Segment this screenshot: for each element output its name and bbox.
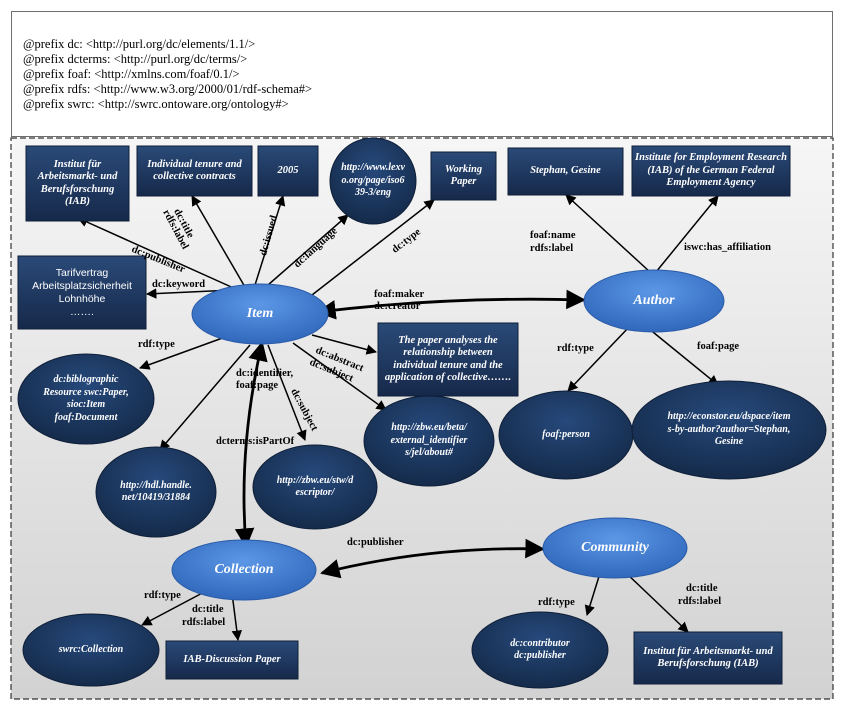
label-foaf-rdfs-label: rdfs:label	[530, 243, 574, 254]
arrow-item-language	[267, 214, 349, 286]
arrow-item-bib	[139, 335, 229, 370]
ellipse-item	[191, 283, 329, 345]
label-rdf-type: rdf:type	[138, 339, 175, 350]
node-author: Author	[633, 293, 675, 308]
node-year: 2005	[277, 164, 299, 176]
label-dc-identifier: dc:identifier,	[236, 368, 294, 379]
label-foaf-maker: foaf:maker	[374, 289, 425, 300]
label-foaf-page: foaf:page	[697, 341, 739, 352]
label-coll-dc-title: dc:title	[192, 604, 224, 615]
ellipse-jel	[363, 395, 495, 487]
arrow-collection-swrc	[141, 589, 209, 626]
node-tenure: Individual tenure and collective contrac…	[147, 158, 242, 183]
node-language-url: http://www.lexvo.org/page/iso639-3/eng	[341, 162, 405, 199]
label-dcterms-ispartof: dcterms:isPartOf	[216, 436, 295, 447]
rect-institut2	[633, 631, 783, 685]
node-iab-discussion: IAB-Discussion Paper	[183, 653, 281, 665]
label-dc-keyword: dc:keyword	[152, 279, 206, 290]
arrow-item-year	[254, 194, 286, 286]
arrow-item-institut	[77, 217, 239, 291]
label-coll-rdf-type: rdf:type	[144, 590, 181, 601]
prefix-dc: @prefix dc: <http://purl.org/dc/elements…	[23, 37, 256, 51]
arrow-item-jel	[292, 342, 387, 411]
label-foaf-page-item: foaf:page	[236, 380, 278, 391]
label-comm-dc-title: dc:title	[686, 583, 718, 594]
node-contributor-publisher: dc:contributor dc:publisher	[510, 637, 570, 662]
arrow-author-econstor	[647, 327, 719, 386]
label-author-rdf-type: rdf:type	[557, 343, 594, 354]
node-item: Item	[246, 306, 274, 321]
arrow-collection-iab	[231, 592, 243, 642]
rect-tenure	[136, 145, 253, 197]
arrow-item-author	[316, 289, 586, 320]
keyword-3: Lohnhöhe	[58, 292, 106, 305]
node-swrc-collection: swrc:Collection	[58, 643, 124, 655]
node-stw-url: http://zbw.eu/stw/descriptor/	[276, 474, 354, 499]
node-handle-url: http://hdl.handle.net/10419/31884	[120, 479, 192, 504]
arrow-author-person	[567, 325, 631, 392]
label-coll-rdfs-label: rdfs:label	[182, 617, 226, 628]
node-collection: Collection	[214, 562, 274, 577]
arrow-collection-community	[320, 538, 545, 579]
ellipse-swrc	[22, 613, 160, 687]
ellipse-contributor	[471, 611, 609, 689]
prefix-rdfs: @prefix rdfs: <http://www.w3.org/2000/01…	[23, 82, 313, 96]
label-coll-dc-publisher: dc:publisher	[347, 537, 404, 548]
arrow-author-institute	[655, 195, 719, 273]
rect-working-paper	[430, 151, 497, 201]
arrow-item-collection	[234, 341, 268, 548]
arrow-community-institut	[624, 571, 689, 633]
arrow-author-stephan	[565, 194, 651, 273]
label-comm-rdfs-label: rdfs:label	[678, 596, 722, 607]
node-abstract: The paper analyses the relationship betw…	[384, 334, 512, 384]
node-community: Community	[581, 540, 649, 555]
keyword-2: Arbeitsplatzsicherheit	[32, 279, 132, 292]
arrow-item-tenure	[191, 195, 246, 288]
node-econstor-url: http://econstor.eu/dspace/items-by-autho…	[667, 411, 791, 448]
rect-abstract	[377, 322, 519, 397]
ellipse-community	[542, 517, 688, 579]
label-has-affiliation: iswc:has_affiliation	[684, 242, 771, 253]
ellipse-author	[583, 269, 725, 333]
ellipse-handle	[95, 446, 217, 538]
label-foaf-name: foaf:name	[530, 230, 576, 241]
rect-institut	[25, 145, 130, 222]
arrow-item-stw	[267, 344, 307, 441]
ellipse-language	[329, 137, 417, 225]
ellipse-econstor	[631, 380, 827, 480]
node-foaf-person: foaf:person	[542, 428, 590, 440]
node-working-paper: Working Paper	[444, 163, 483, 188]
rect-stephan	[507, 147, 624, 196]
prefix-foaf: @prefix foaf: <http://xmlns.com/foaf/0.1…	[23, 67, 240, 81]
prefix-dcterms: @prefix dcterms: <http://purl.org/dc/ter…	[23, 52, 248, 66]
arrow-item-working-paper	[311, 199, 435, 296]
keyword-4: …….	[70, 305, 94, 318]
arrow-item-abstract	[311, 334, 378, 355]
node-jel-url: http://zbw.eu/beta/external_identifiers/…	[390, 422, 468, 459]
node-institute-employment: Institute for Employment Research (IAB) …	[635, 152, 787, 189]
node-institut: Institut für Arbeitsmarkt- und Berufsfor…	[37, 158, 118, 208]
node-keywords: Tarifvertrag Arbeitsplatzsicherheit Lohn…	[18, 256, 146, 329]
rect-keywords	[17, 255, 147, 330]
node-bib-resource: dc:biblographic Resource swc:Paper, sioc…	[43, 374, 129, 423]
keyword-1: Tarifvertrag	[55, 266, 109, 279]
rect-iab-discussion	[165, 640, 299, 680]
node-institut2: Institut für Arbeitsmarkt- und Berufsfor…	[643, 645, 773, 670]
ellipse-collection	[171, 539, 317, 601]
ellipse-bib	[17, 353, 155, 445]
label-comm-rdf-type: rdf:type	[538, 597, 575, 608]
prefix-box: @prefix dc: <http://purl.org/dc/elements…	[11, 11, 833, 137]
ellipse-stw	[252, 444, 378, 530]
rect-year	[257, 145, 319, 197]
rect-institute-employment	[631, 145, 791, 197]
label-dc-creator: dc:creator	[374, 301, 421, 312]
node-stephan: Stephan, Gesine	[530, 165, 601, 177]
prefix-swrc: @prefix swrc: <http://swrc.ontoware.org/…	[23, 97, 289, 111]
